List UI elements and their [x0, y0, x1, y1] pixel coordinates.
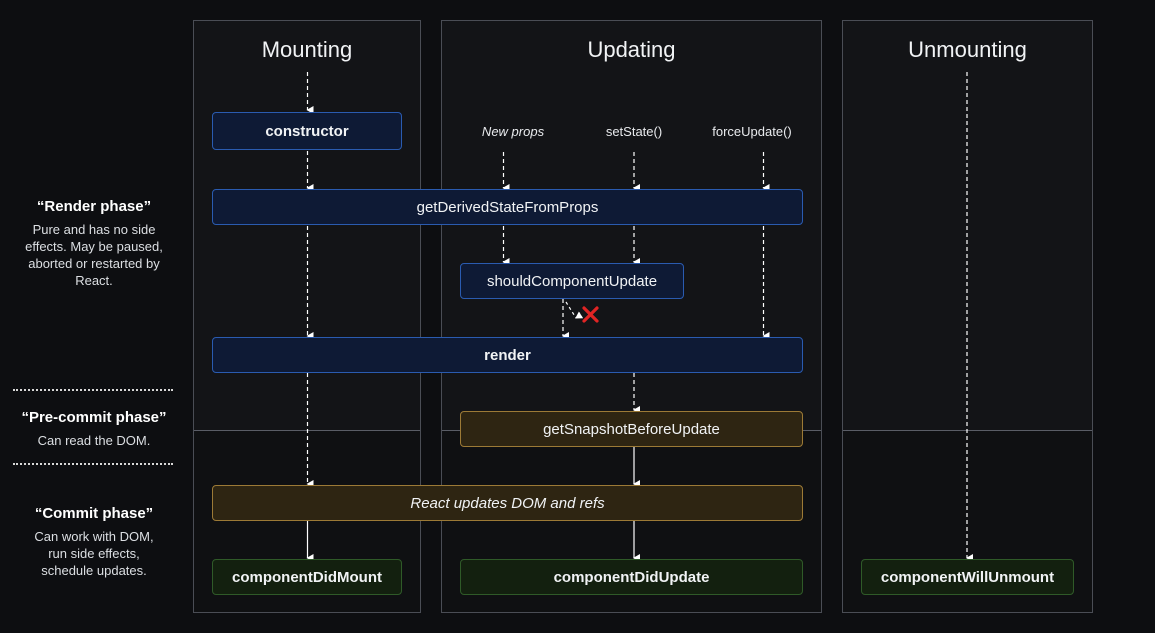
precommit-phase-label: “Pre-commit phase” Can read the DOM.: [0, 409, 188, 449]
render-box[interactable]: render: [212, 337, 803, 373]
unmounting-title: Unmounting: [908, 37, 1027, 62]
commit-phase-label: “Commit phase” Can work with DOM, run si…: [0, 505, 188, 579]
trigger-new-props: New props: [481, 124, 545, 139]
render-phase-title: “Render phase”: [36, 198, 152, 215]
trigger-set-state: setState(): [605, 124, 663, 139]
phase-divider-precommit-commit: [13, 463, 173, 465]
get-derived-state-from-props-box[interactable]: getDerivedStateFromProps: [212, 189, 803, 225]
trigger-force-update: forceUpdate(): [712, 124, 792, 139]
phase-divider-render-precommit: [13, 389, 173, 391]
component-did-update-box[interactable]: componentDidUpdate: [460, 559, 803, 595]
constructor-box[interactable]: constructor: [212, 112, 402, 150]
component-did-mount-box[interactable]: componentDidMount: [212, 559, 402, 595]
close-x-icon: [582, 306, 599, 323]
render-phase-label: “Render phase” Pure and has no side effe…: [0, 198, 188, 289]
commit-phase-title: “Commit phase”: [34, 505, 154, 522]
render-phase-description: Pure and has no side effects. May be pau…: [25, 222, 163, 288]
component-will-unmount-box[interactable]: componentWillUnmount: [861, 559, 1074, 595]
react-updates-dom-box[interactable]: React updates DOM and refs: [212, 485, 803, 521]
commit-phase-description: Can work with DOM, run side effects, sch…: [34, 529, 154, 578]
updating-title: Updating: [587, 37, 676, 62]
arrow-scu-skip: [565, 301, 584, 319]
mounting-title: Mounting: [261, 37, 353, 62]
precommit-phase-description: Can read the DOM.: [37, 433, 151, 448]
precommit-phase-title: “Pre-commit phase”: [21, 409, 167, 426]
get-snapshot-before-update-box[interactable]: getSnapshotBeforeUpdate: [460, 411, 803, 447]
should-component-update-box[interactable]: shouldComponentUpdate: [460, 263, 684, 299]
